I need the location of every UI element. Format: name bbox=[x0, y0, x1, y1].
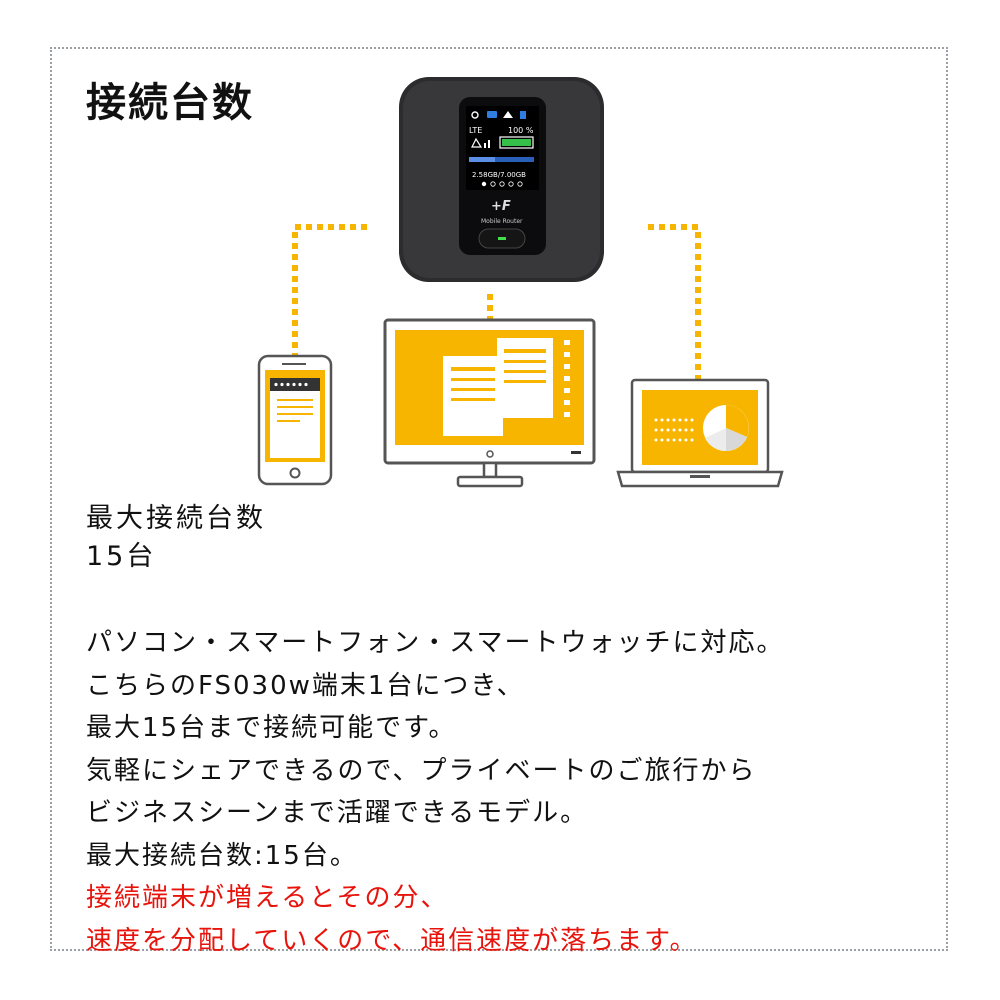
description-line: パソコン・スマートフォン・スマートウォッチに対応。 bbox=[86, 628, 785, 658]
stat-label: 最大接続台数 bbox=[86, 503, 266, 534]
stat-value: 15台 bbox=[86, 541, 157, 572]
screen-usage-text: 2.58GB/7.00GB bbox=[472, 171, 526, 179]
mobile-router-device: LTE 100 % 2.58GB/7.00GB +F Mobile Router bbox=[399, 77, 604, 282]
line-to-laptop bbox=[648, 224, 701, 380]
connection-lines bbox=[292, 224, 701, 380]
warning-line: 速度を分配していくので、通信速度が落ちます。 bbox=[86, 925, 698, 956]
description-line: 気軽にシェアできるので、プライベートのご旅行から bbox=[86, 755, 757, 786]
description-text: パソコン・スマートフォン・スマートウォッチに対応。 こちらのFS030w端末1台… bbox=[86, 622, 784, 962]
description-line: ビジネスシーンまで活躍できるモデル。 bbox=[86, 798, 589, 828]
model-label-text: Mobile Router bbox=[481, 218, 523, 225]
line-to-phone bbox=[292, 224, 367, 360]
desktop-monitor-illustration bbox=[383, 318, 596, 488]
warning-line: 接続端末が増えるとその分、 bbox=[86, 883, 449, 913]
screen-battery-text: 100 % bbox=[508, 126, 534, 135]
dotted-frame bbox=[50, 47, 948, 951]
page-title: 接続台数 bbox=[86, 80, 254, 126]
description-line: 最大接続台数:15台。 bbox=[86, 840, 358, 871]
smartphone-illustration bbox=[257, 354, 333, 486]
laptop-illustration bbox=[616, 378, 784, 488]
max-connections-stat: 最大接続台数 15台 bbox=[86, 500, 266, 576]
description-line: 最大15台まで接続可能です。 bbox=[86, 713, 457, 743]
description-line: こちらのFS030w端末1台につき、 bbox=[86, 670, 525, 701]
brand-logo-text: +F bbox=[491, 199, 511, 214]
screen-network-text: LTE bbox=[469, 126, 482, 135]
